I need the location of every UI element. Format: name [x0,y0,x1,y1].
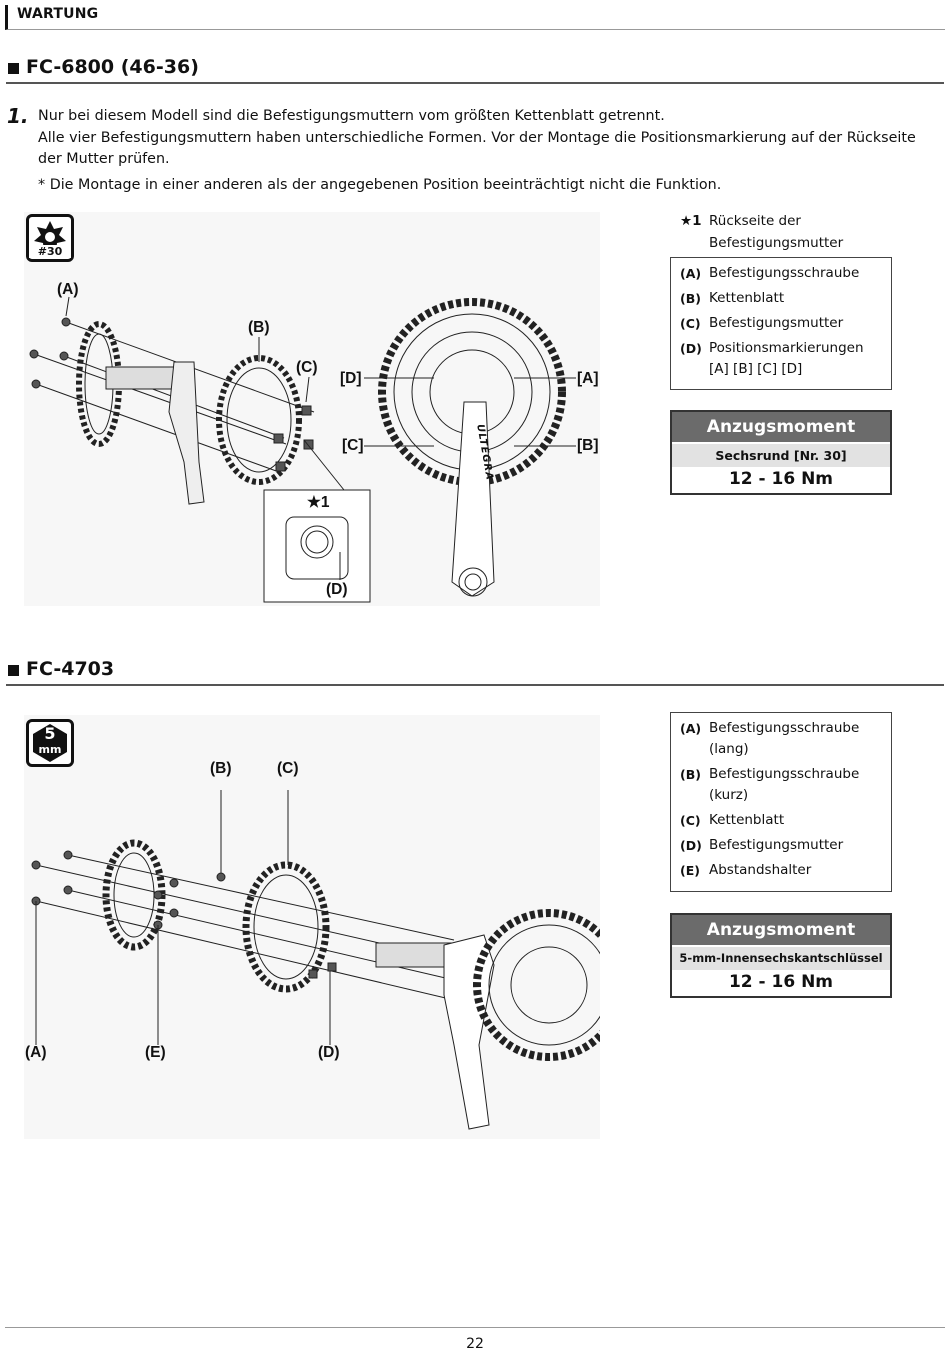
star-legend-key: ★1 [680,213,702,229]
torx-t30-icon: #30 [26,214,74,262]
tool-size-unit: mm [38,743,62,756]
diagram-fc6800: #30 (A) (B) (C) (D) ★1 [D] [C] [A] [B] U… [24,212,600,606]
torque-tool: 5-mm-Innensechskantschlüssel [672,947,890,970]
torque-value: 12 - 16 Nm [728,469,834,489]
legend-item: (D)Befestigungsmutter [680,837,844,853]
section-title-text: FC-6800 (46-36) [26,56,199,78]
bullet-square-icon [8,63,19,74]
step-number: 1. [7,104,29,128]
legend-item: (B)Befestigungsschraube (kurz) [680,766,860,803]
bracket-label-b: [B] [577,437,599,454]
legend-item: (A)Befestigungsschraube (lang) [680,720,860,757]
step-text: Nur bei diesem Modell sind die Befestigu… [38,106,933,171]
label-b: (B) [210,760,232,777]
section-header: WARTUNG [5,5,945,30]
step-line: Nur bei diesem Modell sind die Befestigu… [38,108,665,124]
section-header-label: WARTUNG [17,6,99,22]
bullet-square-icon [8,665,19,676]
diagram-fc4703: 5 mm (B) (C) (A) (E) (D) [24,715,600,1139]
legend-item: (C)Kettenblatt [680,812,785,828]
bracket-label-a: [A] [577,370,599,387]
bracket-label-d: [D] [340,370,362,387]
section-title-fc4703: FC-4703 [6,658,944,686]
step-line: Alle vier Befestigungsmuttern haben unte… [38,129,916,168]
tool-size-number: 5 [44,724,56,743]
large-chainring-icon [473,909,600,1061]
legend-box-fc6800: (A)Befestigungsschraube (B)Kettenblatt (… [670,257,892,390]
label-e: (E) [145,1044,166,1061]
legend-item: (B)Kettenblatt [680,290,785,306]
label-c: (C) [277,760,299,777]
label-c: (C) [296,359,318,376]
star-legend-value: Rückseite der Befestigungsmutter [709,213,844,251]
label-star-1: ★1 [307,494,330,511]
crankset-illustration [31,790,600,1130]
legend-box-fc4703: (A)Befestigungsschraube (lang) (B)Befest… [670,712,892,892]
page-number: 22 [466,1336,484,1352]
label-a: (A) [57,281,79,298]
section-title-fc6800: FC-6800 (46-36) [6,56,944,84]
legend-item: (C)Befestigungsmutter [680,315,844,331]
legend-item: (E)Abstandshalter [680,862,812,878]
label-a: (A) [25,1044,47,1061]
label-d: (D) [318,1044,340,1061]
legend-item: (A)Befestigungsschraube [680,265,860,281]
footer-divider [5,1327,945,1328]
hex-5mm-icon: 5 mm [26,719,74,767]
label-b: (B) [248,319,270,336]
legend-item: (D)Positionsmarkierungen [A] [B] [C] [D] [680,340,864,377]
step-note: * Die Montage in einer anderen als der a… [38,177,722,193]
section-title-text: FC-4703 [26,658,115,680]
torque-tool: Sechsrund [Nr. 30] [672,444,890,467]
torque-heading: Anzugsmoment [672,915,890,945]
torque-heading: Anzugsmoment [672,412,890,442]
outer-chainring-icon [216,355,302,485]
torque-value: 12 - 16 Nm [728,972,834,992]
tool-size-label: #30 [29,245,71,258]
outer-chainring-icon [242,861,330,993]
crankset-illustration [29,296,576,603]
bracket-label-c: [C] [342,437,364,454]
torque-box-fc4703: Anzugsmoment 5-mm-Innensechskantschlüsse… [670,913,892,998]
label-d: (D) [326,581,348,598]
torque-box-fc6800: Anzugsmoment Sechsrund [Nr. 30] 12 - 16 … [670,410,892,495]
